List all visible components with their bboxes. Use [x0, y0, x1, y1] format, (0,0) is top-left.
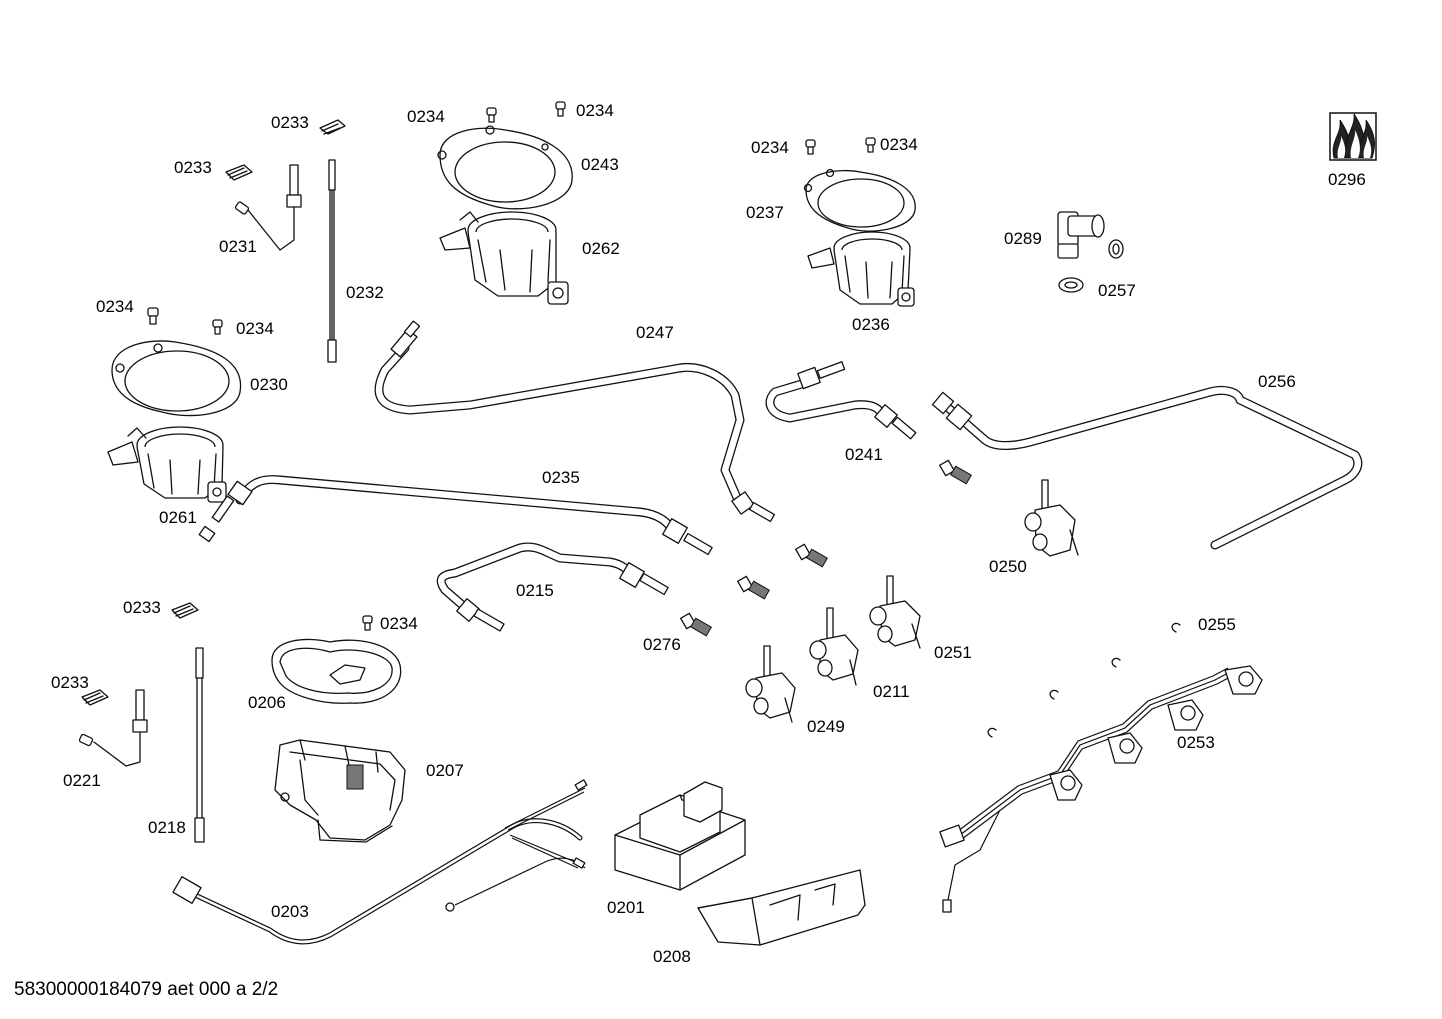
label-0218: 0218: [148, 818, 186, 837]
label-0250: 0250: [989, 557, 1027, 576]
label-0255: 0255: [1198, 615, 1236, 634]
label-0261: 0261: [159, 508, 197, 527]
label-0251: 0251: [934, 643, 972, 662]
label-0256: 0256: [1258, 372, 1296, 391]
label-0207: 0207: [426, 761, 464, 780]
screw-0234-g: [362, 615, 373, 631]
label-0231: 0231: [219, 237, 257, 256]
label-0243: 0243: [581, 155, 619, 174]
gasket-0230: [111, 340, 242, 417]
label-0233-d: 0233: [51, 673, 89, 692]
clip-0255: [987, 622, 1181, 738]
label-0211: 0211: [873, 682, 910, 701]
clip-0233-b: [225, 164, 253, 181]
label-0262: 0262: [582, 239, 620, 258]
thermocouple-0232: [327, 159, 337, 363]
gas-tube-0215: [436, 542, 669, 632]
label-0201: 0201: [607, 898, 645, 917]
gas-tube-0241: [765, 361, 917, 440]
gasket-0243: [437, 125, 573, 210]
clip-0233-d: [81, 689, 109, 706]
burner-housing-0207: [274, 739, 406, 843]
ignition-switch-harness-0253: [939, 665, 1263, 913]
screw-0234-e: [147, 307, 159, 325]
label-0289: 0289: [1004, 229, 1042, 248]
label-0233-c: 0233: [123, 598, 161, 617]
burner-housing-0236: [807, 231, 915, 307]
label-0235: 0235: [542, 468, 580, 487]
burner-housing-0262: [439, 211, 569, 305]
burner-housing-0261: [107, 426, 227, 503]
gas-tube-0235: [198, 475, 713, 556]
gas-tube-0247: [374, 320, 776, 523]
label-0253: 0253: [1177, 733, 1215, 752]
gas-tube-0256: [931, 385, 1363, 550]
clip-0233-c: [171, 602, 199, 619]
wiring-harness-0203: [172, 779, 588, 945]
label-0276: 0276: [643, 635, 681, 654]
gas-valve-0249: [745, 645, 796, 723]
label-0236: 0236: [852, 315, 890, 334]
screw-0234-f: [212, 319, 223, 335]
spark-generator-0201: [614, 781, 746, 891]
gas-valve-0250: [1024, 479, 1079, 557]
label-0296: 0296: [1328, 170, 1366, 189]
label-0233-a: 0233: [271, 113, 309, 132]
label-0234-c: 0234: [751, 138, 789, 157]
label-0234-b: 0234: [576, 101, 614, 120]
nozzle-0276-a: [680, 612, 712, 637]
label-0234-e: 0234: [96, 297, 134, 316]
label-0234-f: 0234: [236, 319, 274, 338]
label-0233-b: 0233: [174, 158, 212, 177]
elbow-fitting-0289: [1057, 211, 1105, 259]
label-0208: 0208: [653, 947, 691, 966]
washer-0257: [1058, 239, 1124, 293]
label-0249: 0249: [807, 717, 845, 736]
label-0203: 0203: [271, 902, 309, 921]
nozzle-0276-d: [939, 459, 972, 485]
electrode-0231: [234, 164, 302, 251]
screw-0234-a: [486, 107, 497, 123]
gasket-0237: [803, 168, 916, 232]
label-0234-g: 0234: [380, 614, 418, 633]
label-0234-d: 0234: [880, 135, 918, 154]
document-id-footer: 58300000184079 aet 000 a 2/2: [14, 979, 279, 1000]
nozzle-0276-b: [737, 575, 770, 600]
nozzle-0276-c: [795, 543, 828, 568]
cover-plate-0208: [697, 869, 866, 946]
electrode-0221: [78, 689, 148, 767]
clip-0233-a: [319, 119, 346, 135]
label-0232: 0232: [346, 283, 384, 302]
screw-0234-d: [865, 137, 876, 153]
label-0237: 0237: [746, 203, 784, 222]
screw-0234-c: [805, 139, 816, 155]
gas-flame-label-0296: [1329, 112, 1377, 161]
thermocouple-0218: [194, 647, 205, 843]
label-0215: 0215: [516, 581, 554, 600]
screw-0234-b: [555, 101, 566, 117]
label-0257: 0257: [1098, 281, 1136, 300]
gas-valve-0211: [809, 607, 859, 686]
label-0241: 0241: [845, 445, 883, 464]
label-0230: 0230: [250, 375, 288, 394]
label-0206: 0206: [248, 693, 286, 712]
label-0234-a: 0234: [407, 107, 445, 126]
gasket-0206: [271, 638, 402, 704]
label-0221: 0221: [63, 771, 101, 790]
label-0247: 0247: [636, 323, 674, 342]
gas-valve-0251: [869, 575, 921, 649]
